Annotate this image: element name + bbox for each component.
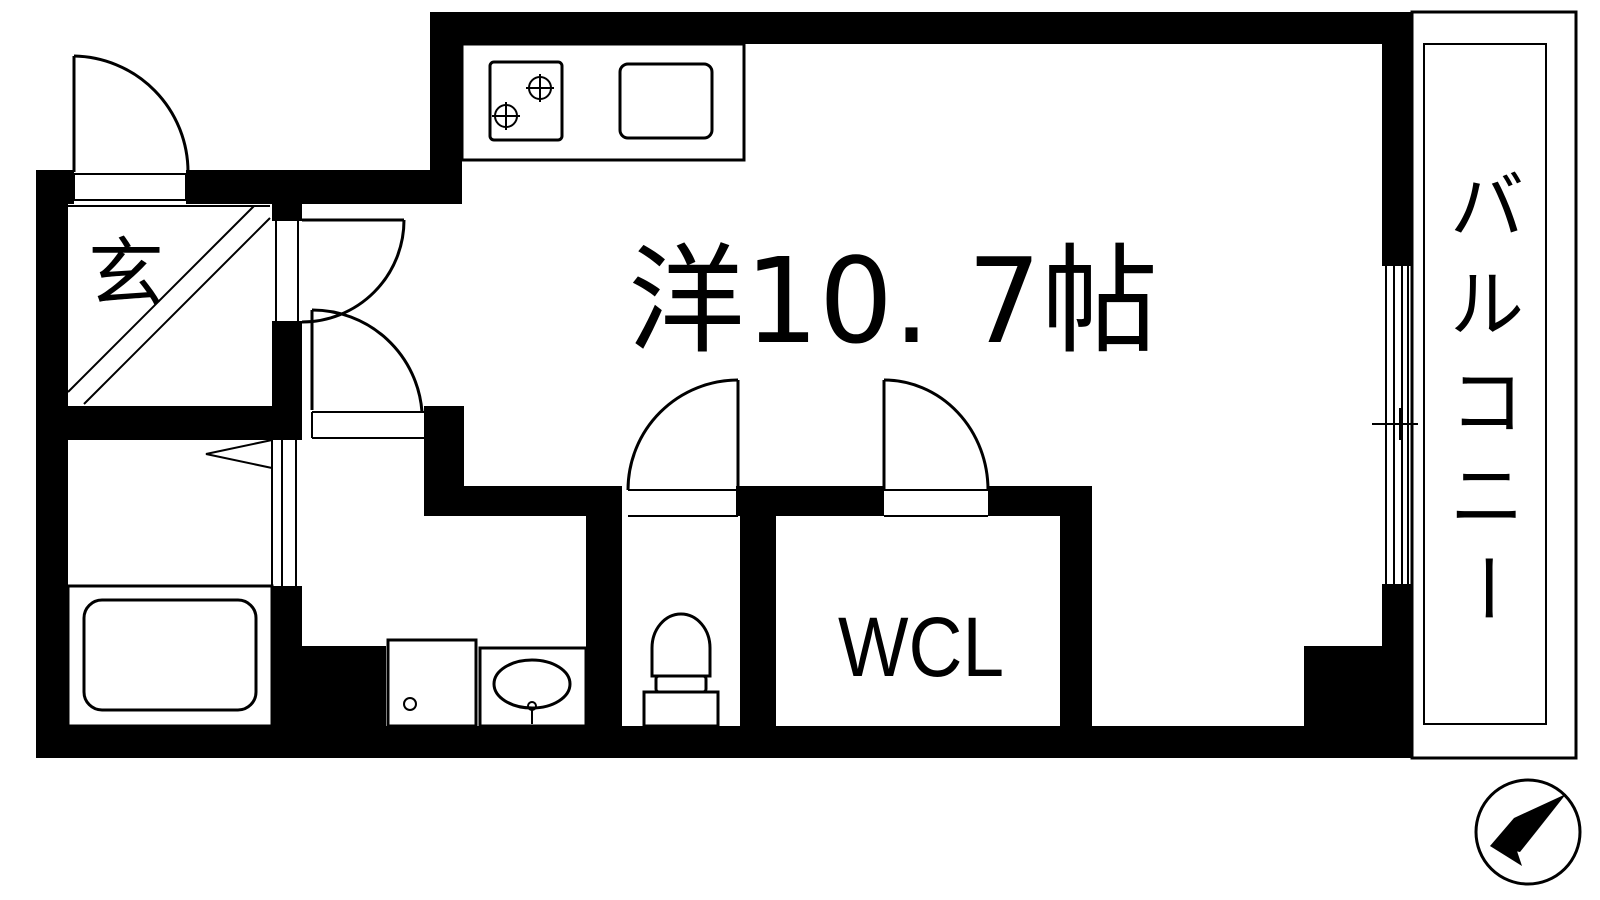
burner-icon [492, 74, 554, 130]
kitchen-sink [618, 62, 714, 140]
toilet-door [626, 378, 740, 517]
washroom-door [310, 308, 424, 439]
walls [36, 12, 1412, 758]
kitchen-counter [460, 42, 746, 162]
bath-room [66, 439, 297, 728]
closet-door [882, 378, 990, 517]
balcony-label-char: ル [1450, 262, 1524, 348]
closet-label: WCL [838, 600, 1004, 694]
balcony-window [1372, 266, 1418, 584]
shoe-storage [67, 205, 271, 405]
entrance-door [72, 54, 190, 201]
balcony-label-char: ニ [1450, 454, 1524, 540]
entrance-label: 玄 [88, 229, 164, 318]
balcony-label-char: バ [1450, 164, 1524, 250]
stove [488, 60, 564, 142]
hall-door [272, 218, 406, 324]
washing-machine-space [386, 638, 478, 728]
wash-basin [478, 646, 588, 728]
north-arrow-icon [1474, 778, 1582, 886]
bathtub [66, 584, 274, 728]
toilet [642, 612, 720, 728]
bathtub-basin [82, 598, 258, 712]
balcony-label: バ ル コ ニ ー [1443, 164, 1529, 625]
balcony [1410, 10, 1578, 760]
balcony-label-char: ー [1443, 551, 1529, 625]
main-room-label: 洋10. 7帖 [628, 232, 1158, 370]
balcony-label-char: コ [1450, 360, 1524, 446]
